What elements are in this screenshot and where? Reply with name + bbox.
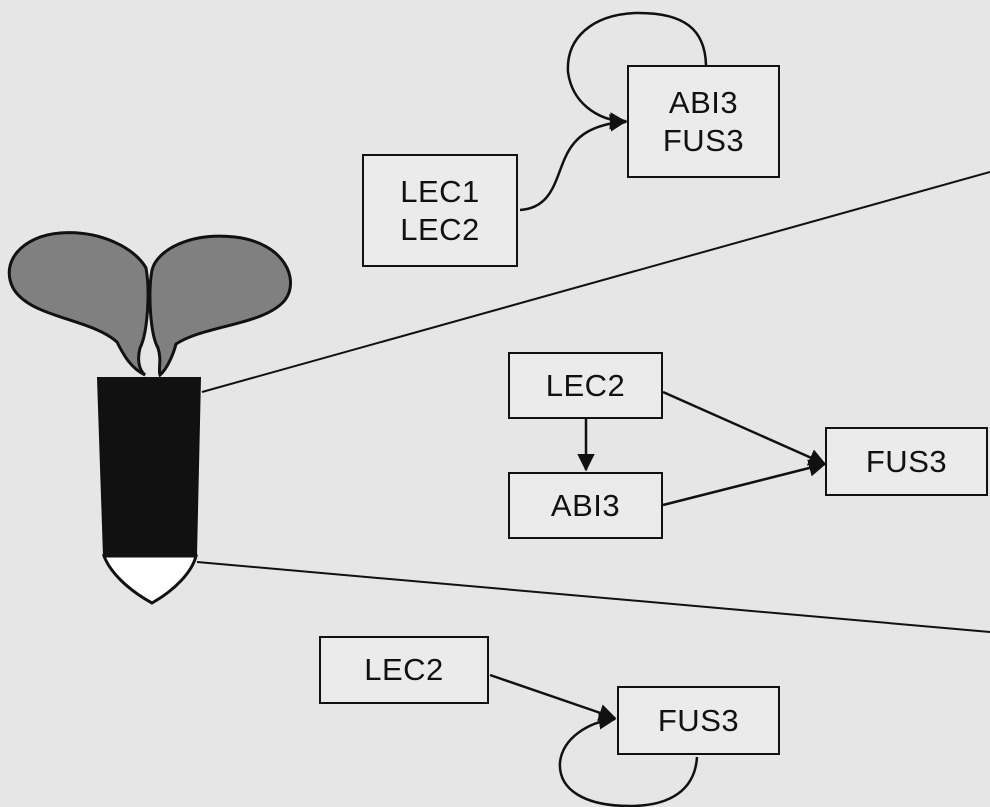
edge-lec2-to-fus3-bottom — [489, 673, 617, 722]
box-fus3-middle: FUS3 — [825, 427, 988, 496]
cotyledon-right — [148, 234, 292, 378]
box-label: LEC2 — [364, 652, 444, 688]
box-line: LEC1 — [400, 173, 480, 209]
box-line: LEC2 — [400, 211, 480, 247]
self-loop-abi3fus3 — [566, 11, 708, 130]
box-label: LEC2 — [545, 367, 626, 403]
box-fus3-bottom: FUS3 — [617, 686, 780, 755]
zoom-line-upper — [201, 171, 990, 393]
box-abi3-middle: ABI3 — [508, 472, 663, 539]
box-label: ABI3 — [550, 487, 621, 523]
box-lec2-middle: LEC2 — [508, 352, 663, 419]
box-lec2-bottom: LEC2 — [319, 636, 489, 704]
embryo-illustration — [7, 231, 292, 605]
hypocotyl — [96, 377, 202, 557]
root-tip — [101, 554, 198, 605]
box-line: FUS3 — [662, 122, 745, 158]
edge-lec1lec2-to-abi3fus3 — [519, 114, 628, 212]
box-line: ABI3 — [668, 84, 739, 120]
edge-abi3-to-fus3 — [662, 459, 827, 507]
self-loop-fus3 — [558, 712, 699, 807]
edge-lec2-to-fus3 — [662, 390, 827, 466]
box-label: FUS3 — [865, 443, 948, 479]
box-lec1-lec2: LEC1 LEC2 — [362, 154, 518, 267]
box-label: FUS3 — [657, 702, 740, 738]
zoom-line-lower — [196, 561, 990, 633]
cotyledon-left — [7, 231, 150, 377]
box-abi3-fus3: ABI3 FUS3 — [627, 65, 780, 178]
